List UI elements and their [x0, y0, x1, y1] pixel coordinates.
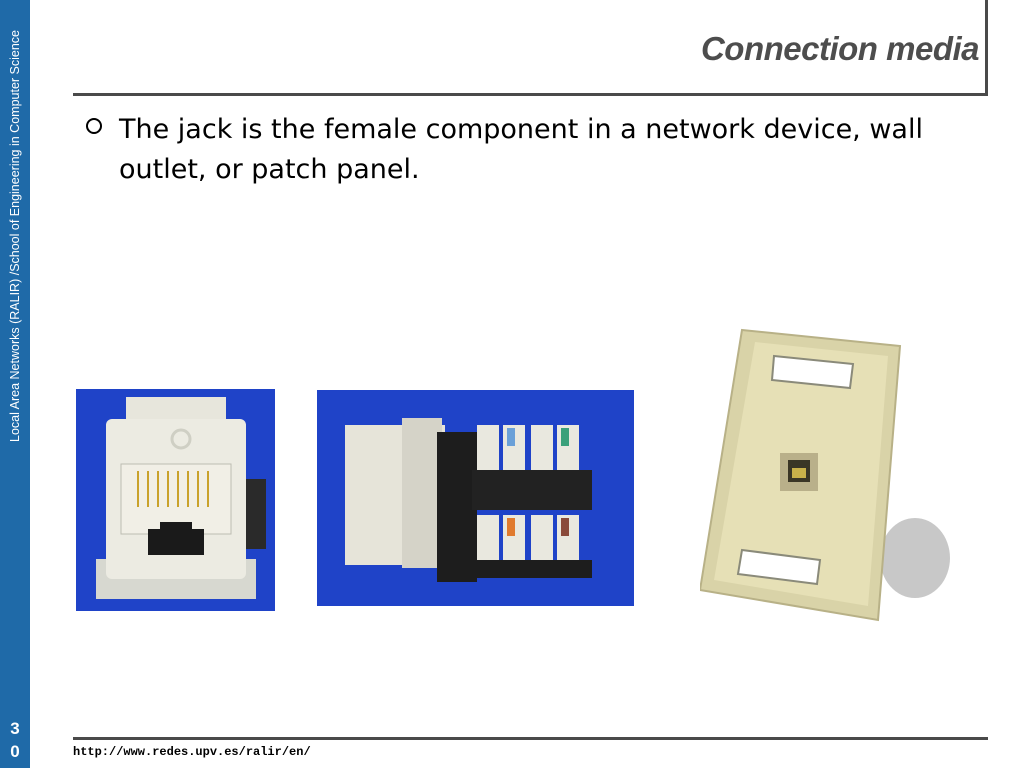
bullet-text: The jack is the female component in a ne…: [119, 114, 923, 185]
slide-number-digit-1: 3: [10, 719, 20, 738]
rj45-jack-side-icon: [317, 390, 634, 606]
footer-url: http://www.redes.upv.es/ralir/en/: [73, 745, 311, 759]
wall-plate-outlet-icon: [700, 328, 950, 622]
slide-number-digit-2: 0: [10, 742, 20, 761]
title-side-rule: [985, 0, 988, 96]
slide-title: Connection media: [700, 30, 980, 67]
rj45-jack-front-icon: [76, 389, 275, 611]
sidebar-course-title: Local Area Networks (RALIR) /School of E…: [8, 29, 22, 443]
bullet-circle-icon: [86, 118, 102, 134]
title-underline: [73, 93, 988, 96]
footer-rule: [73, 737, 988, 740]
sidebar: Local Area Networks (RALIR) /School of E…: [0, 0, 30, 768]
